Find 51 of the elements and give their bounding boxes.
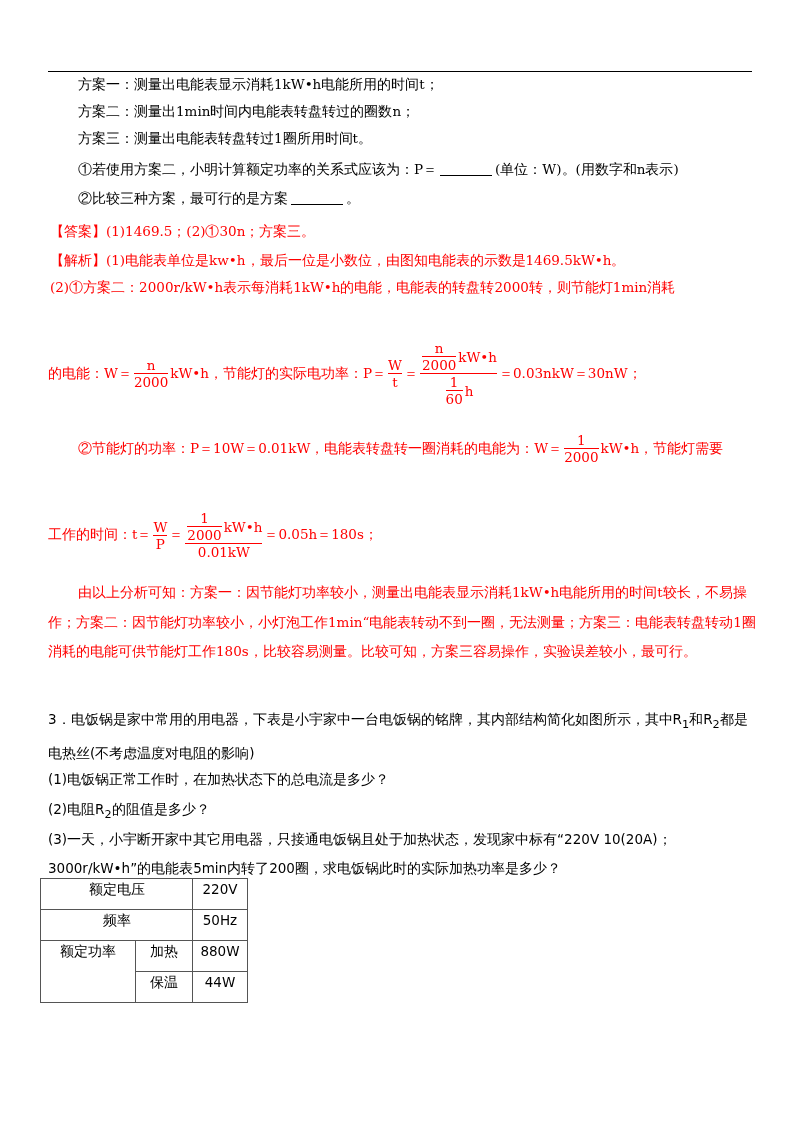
text-line: 方案三：测量出电能表转盘转过1圈所用时间t。 <box>78 130 372 148</box>
paragraph: (1)电饭锅正常工作时，在加热状态下的总电流是多少？ <box>48 770 391 789</box>
table-cell: 44W <box>192 971 248 1003</box>
paragraph: 由以上分析可知：方案一：因节能灯功率较小，测量出电能表显示消耗1kW•h电能所用的时间t较长，不易操作；方案二：因节能灯功率较小，小灯泡工作1min“电能表转动不到一圈，无法测量；方案三：电能表转盘转动1圈消耗的电能可供节能灯工作180s，比较容易测量。比较可知，方案三容易操作，实验误差较小，最可行。 <box>48 583 757 661</box>
denominator: 2000 <box>564 449 599 465</box>
text-line: 的电能：W＝ <box>48 364 132 383</box>
text-line: 。 <box>346 190 360 208</box>
text-line: (2)①方案二：2000r/kW•h表示每消耗1kW•h的电能，电能表的转盘转2000转，则节能灯1min消耗 <box>50 279 676 297</box>
text-line: ＝ <box>169 526 184 544</box>
numerator: kW•h <box>223 518 263 535</box>
text-line: 【解析】(1)电能表单位是kw•h，最后一位是小数位，由图知电能表的示数是1469.5kW•h。 <box>50 252 626 270</box>
text-line: 方案二：测量出1min时间内电能表转盘转过的圈数n； <box>78 103 416 121</box>
table-cell: 频率 <box>40 909 193 941</box>
numerator: W <box>388 357 402 373</box>
table-cell: 保温 <box>135 971 193 1003</box>
paragraph: (3)一天，小宇断开家中其它用电器，只接通电饭锅且处于加热状态，发现家中标有“220V 10(20A)；3000r/kW•h”的电能表5min内转了200圈，求电饭锅此时的实际加热功率是多少？ <box>48 830 673 878</box>
table-cell: 50Hz <box>192 909 248 941</box>
text-line: ②比较三种方案，最可行的是方案 <box>78 190 288 208</box>
table-cell: 220V <box>192 878 248 910</box>
denominator: 60 <box>445 391 463 407</box>
denominator: 2000 <box>133 374 169 390</box>
text-line: 【答案】(1)1469.5；(2)①30n；方案三。 <box>50 223 316 241</box>
denominator: 2000 <box>187 527 222 543</box>
text-line: 工作的时间：t＝ <box>48 526 152 544</box>
denominator: 0.01kW <box>197 544 250 560</box>
paragraph: 3．电饭锅是家中常用的用电器，下表是小宇家中一台电饭锅的铭牌，其内部结构简化如图所示，其中R$_{1}$和R$_{2}$都是电热丝(不考虑温度对电阻的影响) <box>48 710 749 763</box>
text-line: ②节能灯的功率：P＝10W＝0.01kW，电能表转盘转一圈消耗的电能为：W＝ <box>78 439 563 458</box>
numerator: 1 <box>577 432 586 448</box>
numerator: n <box>434 340 444 356</box>
table-cell: 加热 <box>135 940 193 972</box>
text-line: 方案一：测量出电能表显示消耗1kW•h电能所用的时间t； <box>78 76 439 94</box>
numerator: kW•h <box>458 348 498 365</box>
denominator: t <box>392 374 398 390</box>
table-cell: 880W <box>192 940 248 972</box>
denominator: P <box>155 535 165 552</box>
text-line: kW•h，节能灯的实际电功率：P＝ <box>170 364 387 383</box>
table-cell: 额定电压 <box>40 878 193 910</box>
numerator: W <box>153 518 168 535</box>
paragraph: (2)电阻R$_{2}$的阻值是多少？ <box>48 800 211 823</box>
text-line: kW•h，节能灯需要 <box>600 439 724 458</box>
numerator: 1 <box>449 374 459 390</box>
numerator: n <box>146 357 156 373</box>
denominator: h <box>464 382 474 399</box>
text-line: ＝0.03nkW＝30nW； <box>499 364 642 383</box>
text-line: ＝0.05h＝180s； <box>264 526 378 544</box>
text-line: ＝ <box>403 364 418 383</box>
table-cell: 额定功率 <box>40 940 136 1003</box>
numerator: 1 <box>200 510 209 526</box>
text-line: (单位：W)。(用数字和n表示) <box>495 161 679 179</box>
denominator: 2000 <box>421 357 457 373</box>
text-line: ①若使用方案二，小明计算额定功率的关系式应该为：P＝ <box>78 161 438 179</box>
